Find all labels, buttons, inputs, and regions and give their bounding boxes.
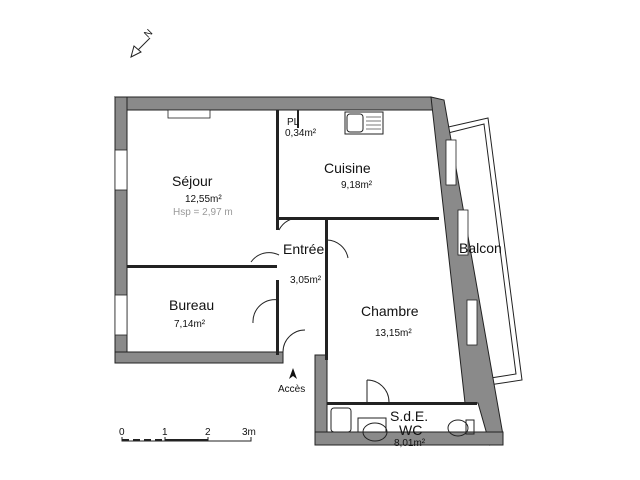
room-name-sejour: Séjour <box>172 173 213 189</box>
room-name-bureau: Bureau <box>169 297 214 313</box>
windows <box>114 109 478 346</box>
room-name-balcon: Balcon <box>459 240 502 256</box>
room-area-sde: 8,01m² <box>394 438 426 449</box>
room-area-entree: 3,05m² <box>290 275 322 286</box>
access-arrow-icon <box>289 368 297 379</box>
room-name-chambre: Chambre <box>361 303 419 319</box>
scale-tick-3: 3m <box>242 427 256 438</box>
room-area-cuisine: 9,18m² <box>341 180 373 191</box>
room-area-placard: 0,34m² <box>285 128 317 139</box>
ceiling-height: Hsp = 2,97 m <box>173 207 233 218</box>
room-area-chambre: 13,15m² <box>375 328 412 339</box>
room-name-cuisine: Cuisine <box>324 160 371 176</box>
north-label: N <box>142 27 155 40</box>
room-area-bureau: 7,14m² <box>174 319 206 330</box>
doors <box>250 217 390 403</box>
room-name-entree: Entrée <box>283 241 324 257</box>
room-name-wc: WC <box>399 422 422 438</box>
room-area-sejour: 12,55m² <box>185 194 222 205</box>
scale-tick-1: 1 <box>162 427 168 438</box>
access-label: Accès <box>278 384 305 395</box>
scale-tick-0: 0 <box>119 427 125 438</box>
walls <box>113 96 504 446</box>
fixtures <box>330 111 475 442</box>
room-name-sde: S.d.E. <box>390 408 428 424</box>
toilet-icon <box>447 419 469 437</box>
room-name-placard: PL <box>287 117 300 128</box>
shower-icon <box>330 407 352 433</box>
north-arrow-icon: N <box>130 27 155 58</box>
scale-bar: 0 1 2 3m <box>119 427 256 442</box>
sink-icon <box>362 422 388 442</box>
scale-tick-2: 2 <box>205 427 211 438</box>
